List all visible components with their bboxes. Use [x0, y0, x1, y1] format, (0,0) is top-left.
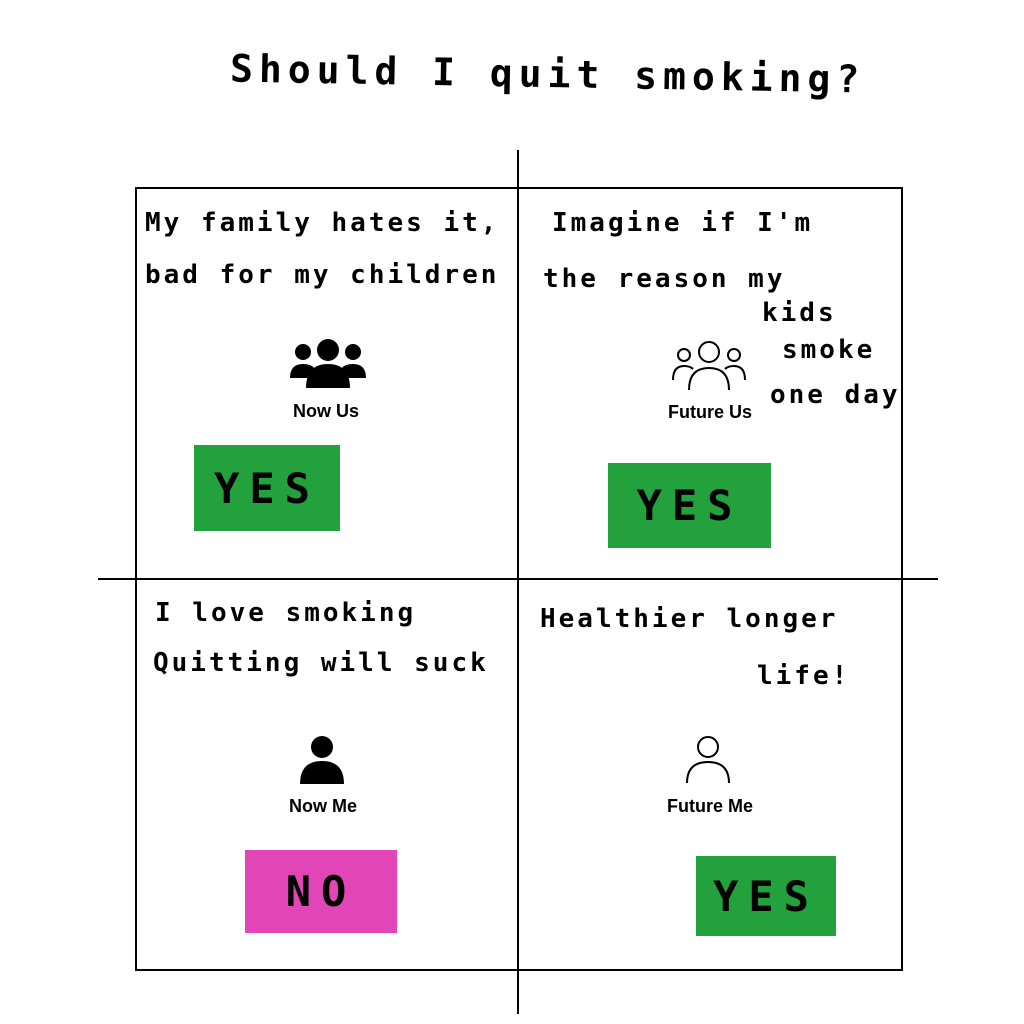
future-us-note-line-3: kids	[762, 298, 837, 328]
future-us-answer: YES	[636, 481, 743, 530]
person-solid-icon	[300, 736, 344, 784]
now-me-note-line-2: Quitting will suck	[153, 648, 489, 678]
now-me-note-line-1: I love smoking	[155, 598, 417, 628]
person-outline-icon	[686, 736, 730, 784]
now-us-note-line-1: My family hates it,	[145, 208, 500, 238]
future-us-note-line-2: the reason my	[543, 264, 786, 294]
now-me-label: Now Me	[288, 796, 357, 816]
now-us-answer-box: YES	[194, 445, 340, 531]
vertical-axis	[517, 150, 519, 1014]
now-me-answer: NO	[285, 867, 357, 916]
now-us-answer: YES	[214, 463, 320, 513]
now-me-answer-box: NO	[245, 850, 397, 933]
now-us-note-line-2: bad for my children	[145, 260, 500, 290]
future-us-note-line-1: Imagine if I'm	[552, 208, 814, 238]
future-us-note-line-4: smoke	[782, 335, 876, 365]
horizontal-axis	[98, 578, 938, 580]
future-us-note-line-5: one day	[770, 380, 901, 410]
group-solid-icon	[290, 339, 366, 388]
future-us-label: Future Us	[667, 402, 752, 422]
future-me-answer-box: YES	[696, 856, 836, 936]
diagram-title: Should I quit smoking?	[229, 46, 866, 102]
future-me-note-line-1: Healthier longer	[540, 604, 839, 634]
future-us-answer-box: YES	[608, 463, 771, 548]
future-me-label: Future Me	[666, 796, 753, 816]
now-us-label: Now Us	[292, 401, 359, 421]
group-outline-icon	[672, 341, 746, 391]
future-me-answer: YES	[713, 871, 819, 921]
future-me-note-line-2: life!	[757, 661, 851, 691]
